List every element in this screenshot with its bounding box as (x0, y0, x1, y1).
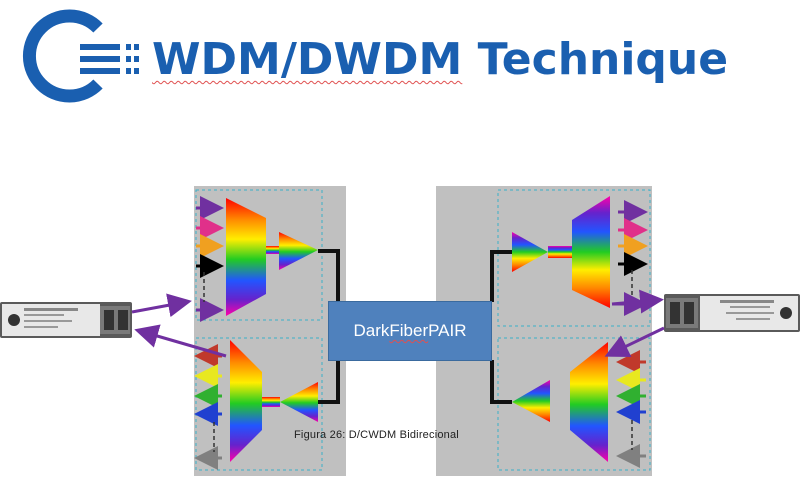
figure-caption: Figura 26: D/CWDM Bidirecional (294, 429, 459, 441)
page-title: WDM/DWDM Technique (152, 34, 728, 85)
company-logo (22, 9, 139, 103)
sfp-link-arrows (131, 289, 665, 358)
title-main: WDM/DWDM (152, 34, 463, 85)
left-mux-amplifier (279, 232, 318, 270)
right-demux-amplifier (512, 232, 548, 272)
left-transmit-arrows (196, 196, 224, 322)
fiber-label-dark: Dark (353, 321, 390, 340)
left-sfp-transceiver (0, 302, 132, 338)
right-mux-prism (570, 342, 608, 462)
fiber-label-fiber: Fiber (389, 321, 429, 340)
left-demux-amplifier (280, 382, 318, 422)
right-mux-amplifier (512, 380, 550, 422)
title-suffix: Technique (462, 34, 729, 85)
right-demux-prism (572, 196, 610, 308)
fiber-lines (318, 249, 512, 404)
right-sfp-transceiver (664, 294, 800, 332)
left-mux-prism (226, 198, 266, 316)
left-receive-arrows (194, 344, 222, 470)
fiber-label-pair: PAIR (428, 321, 467, 340)
dark-fiber-pair-box: Dark Fiber PAIR (328, 301, 492, 361)
left-demux-prism (230, 340, 262, 462)
right-receive-arrows (616, 350, 646, 468)
